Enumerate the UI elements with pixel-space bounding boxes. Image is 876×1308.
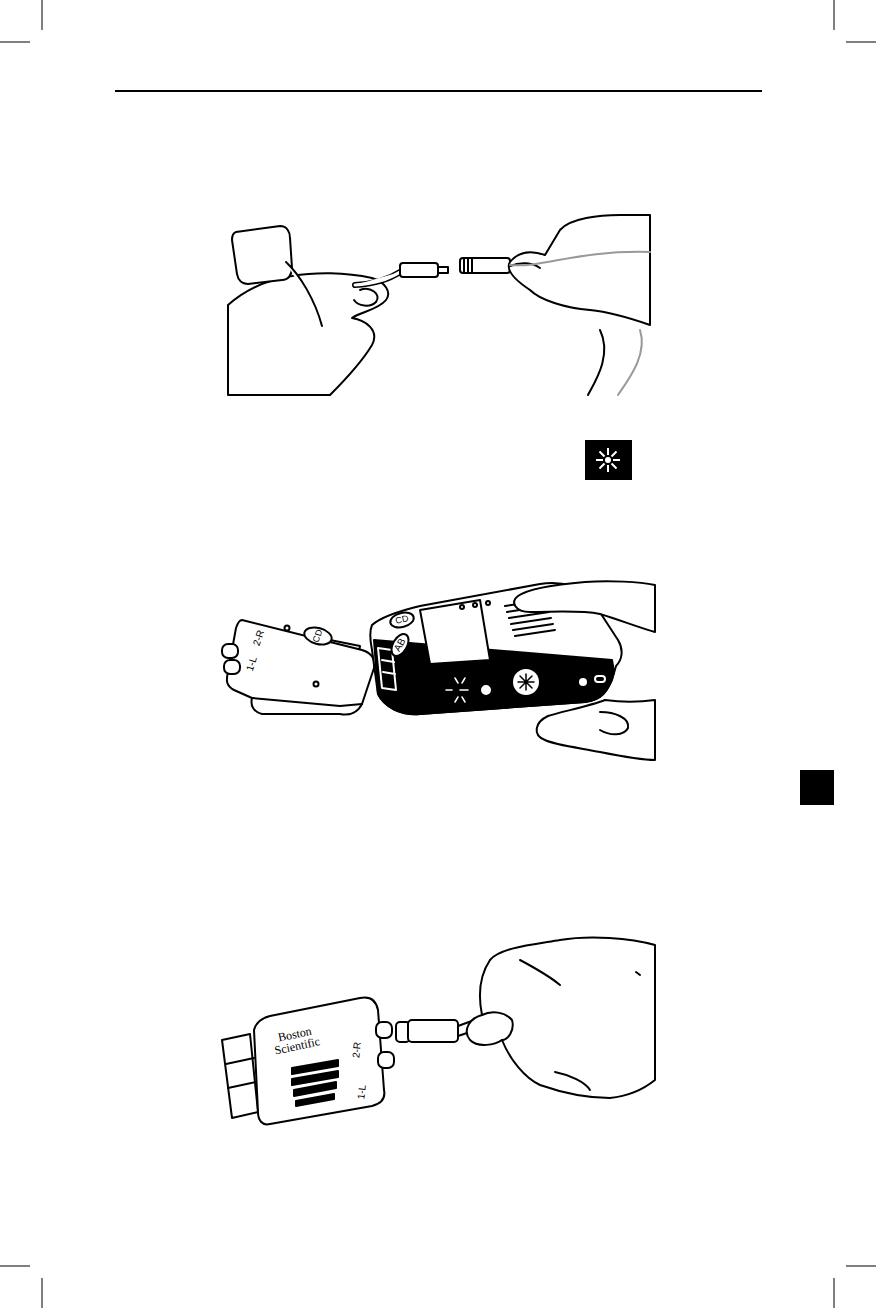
cable (588, 330, 604, 395)
lead-wire (355, 272, 400, 285)
led (460, 605, 464, 609)
led (473, 603, 477, 607)
header-rule (115, 90, 762, 92)
plug-body (408, 1020, 458, 1042)
thumb (354, 289, 378, 306)
figure-attach-adapter (222, 581, 655, 760)
icon-rays (596, 448, 620, 472)
light-icon (585, 440, 632, 480)
finger-line (555, 1072, 590, 1090)
led (486, 601, 490, 605)
adapter-port (222, 644, 238, 658)
part-label: 2-R (351, 1041, 363, 1058)
adapter-tab (222, 1034, 258, 1118)
tab-lines (226, 1058, 256, 1088)
adapter-edge (252, 698, 362, 706)
adapter-port (376, 1022, 392, 1038)
bottom-hand (537, 700, 655, 760)
adapter-port (224, 660, 240, 674)
indicator (482, 686, 490, 694)
logo-bars (292, 1060, 338, 1106)
indicator (580, 679, 586, 685)
icon-dot (605, 457, 611, 463)
electrode-pad (232, 226, 292, 284)
screw (285, 626, 290, 631)
section-tab (800, 770, 834, 805)
knuckle-line (520, 960, 640, 985)
thumb (600, 712, 628, 734)
part-label: 1-L (356, 1084, 367, 1099)
adapter-body (227, 620, 375, 715)
screw (314, 682, 319, 687)
right-hand (509, 215, 650, 325)
hand (467, 938, 655, 1098)
button-outline (302, 625, 333, 648)
female-socket (460, 258, 510, 273)
button-symbol (518, 674, 534, 690)
pad-wire (286, 262, 322, 326)
button-outline (389, 610, 416, 630)
figure-connect-lead (228, 215, 650, 395)
thumb-nail (482, 1012, 513, 1040)
figure-connect-cable (222, 938, 655, 1125)
usb-port (595, 676, 605, 682)
adapter-port (378, 1052, 394, 1068)
device-side (374, 640, 614, 714)
lead-wire-core (355, 272, 400, 285)
screen-area (420, 600, 490, 664)
male-plug (400, 263, 438, 277)
indicator-rays (446, 678, 468, 702)
button-outline (388, 631, 412, 659)
button (514, 670, 538, 694)
cable-far (618, 330, 642, 395)
socket-ridges (464, 258, 472, 273)
plug-pin (438, 267, 448, 273)
icon-ground (585, 440, 632, 480)
adapter-body (254, 998, 384, 1125)
top-hand (514, 581, 655, 632)
cable-in-hand (510, 252, 650, 265)
